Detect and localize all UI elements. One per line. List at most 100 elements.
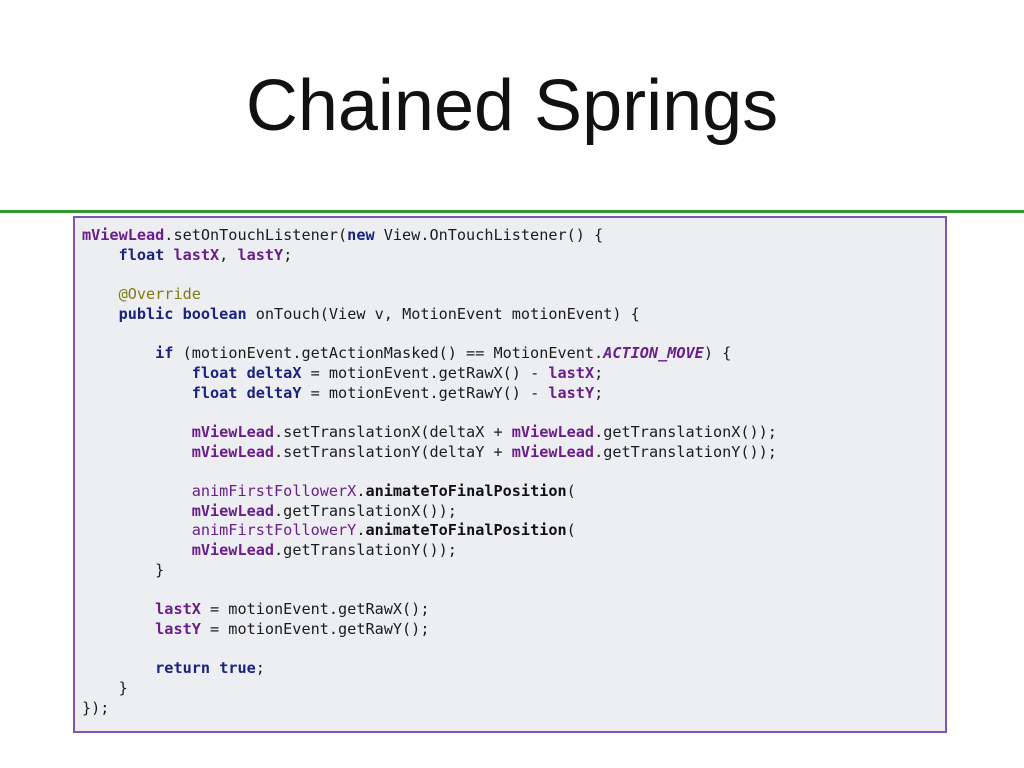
code-token: float xyxy=(191,363,238,382)
code-token: } xyxy=(82,678,128,697)
code-token: animFirstFollowerX xyxy=(191,481,357,500)
code-line: float deltaX = motionEvent.getRawX() - l… xyxy=(82,364,777,384)
code-token: ; xyxy=(255,659,265,678)
code-token: lastY xyxy=(237,245,284,264)
code-token: onTouch(View v, MotionEvent motionEvent)… xyxy=(246,304,640,323)
code-token xyxy=(82,285,119,303)
code-token: = motionEvent.getRawY() - xyxy=(301,383,549,402)
code-line: mViewLead.setTranslationY(deltaY + mView… xyxy=(82,443,777,463)
code-token: float xyxy=(191,383,238,402)
code-token xyxy=(82,600,155,618)
code-token: animFirstFollowerY xyxy=(191,521,357,540)
code-token: lastY xyxy=(548,383,595,402)
code-token xyxy=(82,384,192,402)
code-token: new xyxy=(347,226,375,244)
code-line: lastY = motionEvent.getRawY(); xyxy=(82,620,777,640)
code-token: if xyxy=(155,344,174,363)
code-token xyxy=(82,344,155,362)
code-listing: mViewLead.setOnTouchListener(new View.On… xyxy=(82,226,777,718)
code-token xyxy=(82,541,192,559)
code-token: mViewLead xyxy=(191,442,275,461)
code-line: animFirstFollowerY.animateToFinalPositio… xyxy=(82,521,777,541)
code-line: float deltaY = motionEvent.getRawY() - l… xyxy=(82,384,777,404)
code-token: .getTranslationY()); xyxy=(594,442,777,461)
code-line: public boolean onTouch(View v, MotionEve… xyxy=(82,305,777,325)
code-token xyxy=(82,423,192,441)
code-line: mViewLead.getTranslationY()); xyxy=(82,541,777,561)
code-token: ; xyxy=(594,383,604,402)
code-token: .setTranslationX(deltaX + xyxy=(274,422,512,441)
code-line: }); xyxy=(82,699,777,719)
code-token xyxy=(82,620,155,638)
code-token: ( xyxy=(566,481,576,500)
code-token: deltaY xyxy=(246,383,302,402)
code-token: mViewLead xyxy=(191,541,275,559)
code-token: animateToFinalPosition xyxy=(365,521,567,540)
code-line xyxy=(82,462,777,482)
code-token: = motionEvent.getRawX(); xyxy=(200,600,430,619)
code-token xyxy=(82,246,119,264)
code-token: ; xyxy=(594,363,604,382)
code-line: float lastX, lastY; xyxy=(82,246,777,266)
code-token: = motionEvent.getRawX() - xyxy=(301,363,549,382)
code-line: @Override xyxy=(82,285,777,305)
code-token: . xyxy=(356,521,366,540)
code-line: mViewLead.setOnTouchListener(new View.On… xyxy=(82,226,777,246)
code-token xyxy=(237,364,246,382)
code-token: .getTranslationY()); xyxy=(274,541,457,559)
code-line: } xyxy=(82,561,777,581)
code-line: mViewLead.setTranslationX(deltaX + mView… xyxy=(82,423,777,443)
code-line: } xyxy=(82,679,777,699)
code-token xyxy=(82,502,192,520)
code-line: mViewLead.getTranslationX()); xyxy=(82,502,777,522)
code-token: lastY xyxy=(155,619,201,638)
code-token xyxy=(82,305,119,323)
code-token: (motionEvent.getActionMasked() == Motion… xyxy=(173,344,604,363)
code-token: }); xyxy=(82,698,110,717)
code-token: animateToFinalPosition xyxy=(365,481,567,500)
code-line xyxy=(82,580,777,600)
code-token: . xyxy=(356,481,366,500)
code-token: true xyxy=(219,659,256,678)
code-line: lastX = motionEvent.getRawX(); xyxy=(82,600,777,620)
code-token: lastX xyxy=(173,245,220,264)
code-token xyxy=(82,364,192,382)
code-token: mViewLead xyxy=(191,422,275,441)
code-token: .getTranslationX()); xyxy=(594,422,777,441)
code-line: return true; xyxy=(82,659,777,679)
code-line xyxy=(82,403,777,423)
code-token: deltaX xyxy=(246,363,302,382)
code-token xyxy=(237,384,246,402)
code-line: animFirstFollowerX.animateToFinalPositio… xyxy=(82,482,777,502)
code-token: ) { xyxy=(703,344,732,363)
code-token: ; xyxy=(283,245,293,264)
code-token: mViewLead xyxy=(191,501,275,520)
code-token: View.OnTouchListener() { xyxy=(374,226,604,244)
code-token xyxy=(82,521,192,539)
code-token: lastX xyxy=(155,600,201,619)
code-token: .setTranslationY(deltaY + xyxy=(274,442,512,461)
code-token: @Override xyxy=(118,285,201,304)
code-token: mViewLead xyxy=(511,422,595,441)
code-line xyxy=(82,324,777,344)
code-token: .getTranslationX()); xyxy=(274,501,457,520)
code-token xyxy=(82,659,155,677)
code-line xyxy=(82,639,777,659)
title-divider xyxy=(0,210,1024,213)
code-token: float xyxy=(118,245,165,264)
code-token: ( xyxy=(566,521,576,540)
code-token: } xyxy=(82,560,165,579)
code-token: boolean xyxy=(182,304,247,323)
code-line: if (motionEvent.getActionMasked() == Mot… xyxy=(82,344,777,364)
code-token: ACTION_MOVE xyxy=(603,344,704,363)
code-token: , xyxy=(219,245,238,264)
code-token: public xyxy=(118,304,174,323)
code-token: mViewLead xyxy=(511,442,595,461)
code-token xyxy=(210,659,219,677)
code-token xyxy=(82,443,192,461)
code-token: lastX xyxy=(548,363,595,382)
code-token: return xyxy=(155,659,211,678)
code-block: mViewLead.setOnTouchListener(new View.On… xyxy=(73,216,947,733)
code-token xyxy=(173,305,182,323)
code-token: = motionEvent.getRawY(); xyxy=(200,619,430,638)
